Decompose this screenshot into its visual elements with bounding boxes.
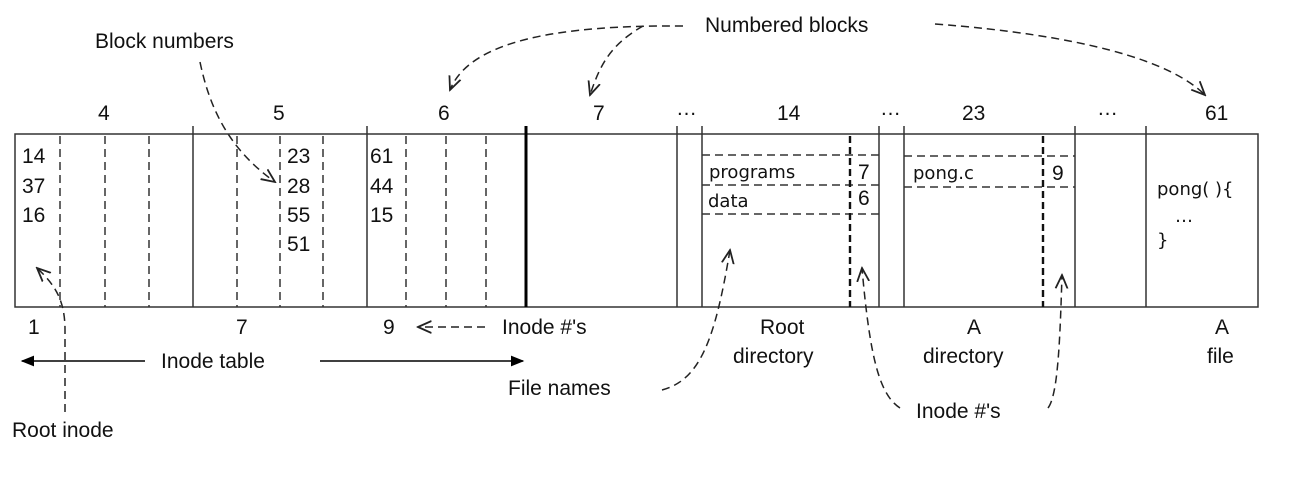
dir-entry-name: programs <box>709 162 795 183</box>
numbered-blocks-arrow-6 <box>450 25 684 90</box>
dir-entry-inode: 9 <box>1052 162 1064 185</box>
ellipsis-3: … <box>1097 97 1118 120</box>
root-directory-caption-1: Root <box>760 316 805 339</box>
dir-entry-inode: 6 <box>858 187 870 210</box>
dir-entry-inode: 7 <box>858 161 870 184</box>
block-header-4: 4 <box>98 102 110 125</box>
dir-entry-name: pong.c <box>913 163 974 184</box>
root-directory-caption-2: directory <box>733 345 814 368</box>
dir-entry-name: data <box>708 191 749 212</box>
inode-entry: 51 <box>287 233 310 256</box>
inode-entry: 61 <box>370 145 393 168</box>
block-header-61: 61 <box>1205 102 1228 125</box>
inode-refs-label: Inode #'s <box>502 316 587 339</box>
numbered-blocks-label: Numbered blocks <box>705 14 868 37</box>
ellipsis-1: … <box>676 97 697 120</box>
block-numbers-arrow <box>199 61 275 182</box>
file-content-line: … <box>1175 206 1193 227</box>
inode-entry: 37 <box>22 175 45 198</box>
file-content-line: } <box>1157 230 1168 251</box>
block-header-14: 14 <box>777 102 801 125</box>
inode-entry: 44 <box>370 175 394 198</box>
inode-number-9: 9 <box>383 316 395 339</box>
inode-entry: 15 <box>370 204 393 227</box>
a-file-block: pong( ){ … } <box>1157 179 1234 251</box>
inode-number-7: 7 <box>236 316 248 339</box>
root-directory-block: programs 7 data 6 <box>702 136 879 307</box>
inode-slot-dividers <box>59 136 487 307</box>
inode-entry: 28 <box>287 175 310 198</box>
inode-refs-arrow-root <box>862 268 901 409</box>
file-names-label: File names <box>508 377 611 400</box>
numbered-blocks-arrow-7 <box>590 25 644 95</box>
block-headers: 4 5 6 7 … 14 … 23 … 61 <box>98 97 1228 125</box>
inode-refs-arrow-a <box>1047 275 1062 409</box>
a-directory-caption-1: A <box>967 316 981 339</box>
block-header-23: 23 <box>962 102 985 125</box>
inode-entry: 16 <box>22 204 45 227</box>
block-header-7: 7 <box>593 102 605 125</box>
block-header-5: 5 <box>273 102 285 125</box>
root-inode-arrow <box>37 268 66 412</box>
file-content-line: pong( ){ <box>1157 179 1234 200</box>
inode-refs-label-2: Inode #'s <box>916 400 1001 423</box>
a-directory-caption-2: directory <box>923 345 1004 368</box>
numbered-blocks-arrow-61 <box>934 23 1205 95</box>
inode-9-entries: 61 44 15 <box>370 145 394 227</box>
inode-1-entries: 14 37 16 <box>22 145 46 227</box>
block-numbers-label: Block numbers <box>95 30 234 53</box>
a-file-caption-1: A <box>1215 316 1229 339</box>
root-inode-label: Root inode <box>12 419 114 442</box>
inode-number-1: 1 <box>28 316 40 339</box>
block-separators <box>192 126 1147 307</box>
inode-table-label: Inode table <box>161 350 265 373</box>
inode-entry: 14 <box>22 145 46 168</box>
inode-7-entries: 23 28 55 51 <box>287 145 310 256</box>
inode-entry: 23 <box>287 145 310 168</box>
inode-entry: 55 <box>287 204 310 227</box>
ellipsis-2: … <box>880 97 901 120</box>
a-directory-block: pong.c 9 <box>904 136 1075 307</box>
disk-outline <box>14 133 1259 308</box>
file-names-arrow <box>661 250 730 391</box>
a-file-caption-2: file <box>1207 345 1234 368</box>
block-header-6: 6 <box>438 102 450 125</box>
